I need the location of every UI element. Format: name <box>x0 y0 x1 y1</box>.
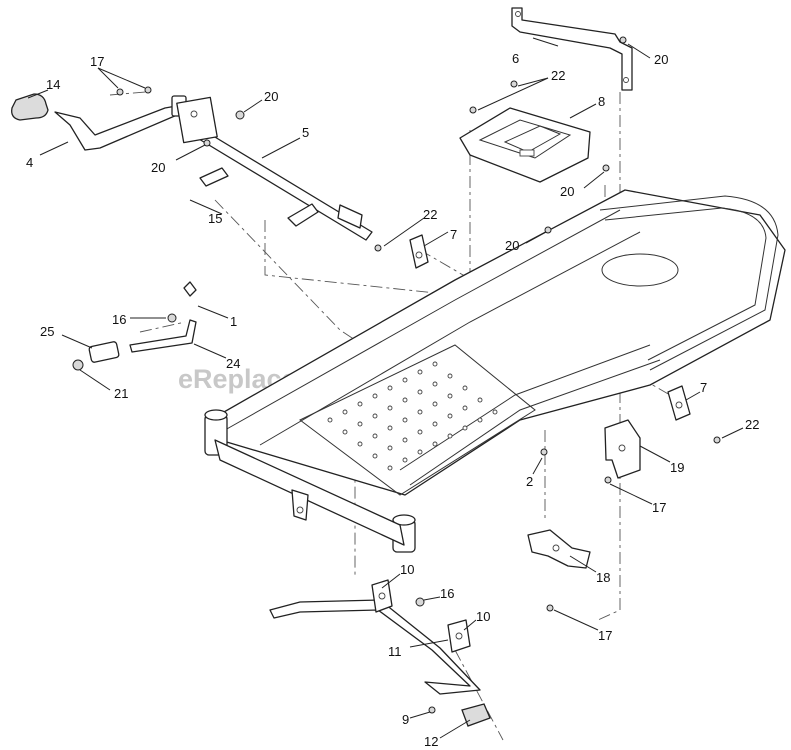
callout-16: 16 <box>112 312 126 327</box>
hardware-fasteners <box>116 36 721 612</box>
callout-21: 21 <box>114 386 128 401</box>
part-7-clip-upper <box>409 234 429 269</box>
callout-20: 20 <box>560 184 574 199</box>
callout-9: 9 <box>402 712 409 727</box>
part-10-bracket-lower <box>447 619 471 653</box>
mower-frame <box>204 189 786 553</box>
callout-24: 24 <box>226 356 240 371</box>
part-25-pin <box>88 341 120 363</box>
callout-17: 17 <box>598 628 612 643</box>
leader-lines <box>27 37 744 739</box>
callout-7: 7 <box>450 227 457 242</box>
callout-20: 20 <box>151 160 165 175</box>
part-4-lever <box>54 95 187 151</box>
callout-18: 18 <box>596 570 610 585</box>
callout-25: 25 <box>40 324 54 339</box>
part-9-bolt <box>428 706 436 714</box>
floor-pan-holes <box>327 361 498 471</box>
part-19-bracket <box>604 419 641 479</box>
callout-2: 2 <box>526 474 533 489</box>
callout-15: 15 <box>208 211 222 226</box>
callout-7: 7 <box>700 380 707 395</box>
callout-11: 11 <box>388 644 402 659</box>
part-14-grip <box>11 93 49 121</box>
callout-8: 8 <box>598 94 605 109</box>
callout-22: 22 <box>745 417 759 432</box>
part-8-seat-plate <box>459 107 591 183</box>
part-7-clip-lower <box>667 385 691 421</box>
part-24-link-rod <box>129 281 197 353</box>
callout-19: 19 <box>670 460 684 475</box>
part-16-washer-lower <box>415 597 425 607</box>
callout-labels: 17 14 4 20 20 5 15 6 20 22 8 20 20 22 7 … <box>26 51 759 749</box>
callout-12: 12 <box>424 734 438 749</box>
callout-5: 5 <box>302 125 309 140</box>
callout-14: 14 <box>46 77 60 92</box>
callout-17: 17 <box>652 500 666 515</box>
part-11-pedal-arm <box>269 599 481 695</box>
callout-6: 6 <box>512 51 519 66</box>
callout-17: 17 <box>90 54 104 69</box>
callout-10: 10 <box>400 562 414 577</box>
part-16-washer-upper <box>167 313 177 323</box>
callout-10: 10 <box>476 609 490 624</box>
part-21-nut <box>72 359 84 371</box>
callout-22: 22 <box>423 207 437 222</box>
callout-20: 20 <box>264 89 278 104</box>
part-6-bracket <box>511 7 633 91</box>
callout-20: 20 <box>505 238 519 253</box>
callout-16: 16 <box>440 586 454 601</box>
callout-1: 1 <box>230 314 237 329</box>
callout-4: 4 <box>26 155 33 170</box>
part-5-shaft <box>176 96 373 241</box>
part-10-bracket-upper <box>371 579 393 613</box>
callout-20: 20 <box>654 52 668 67</box>
callout-22: 22 <box>551 68 565 83</box>
